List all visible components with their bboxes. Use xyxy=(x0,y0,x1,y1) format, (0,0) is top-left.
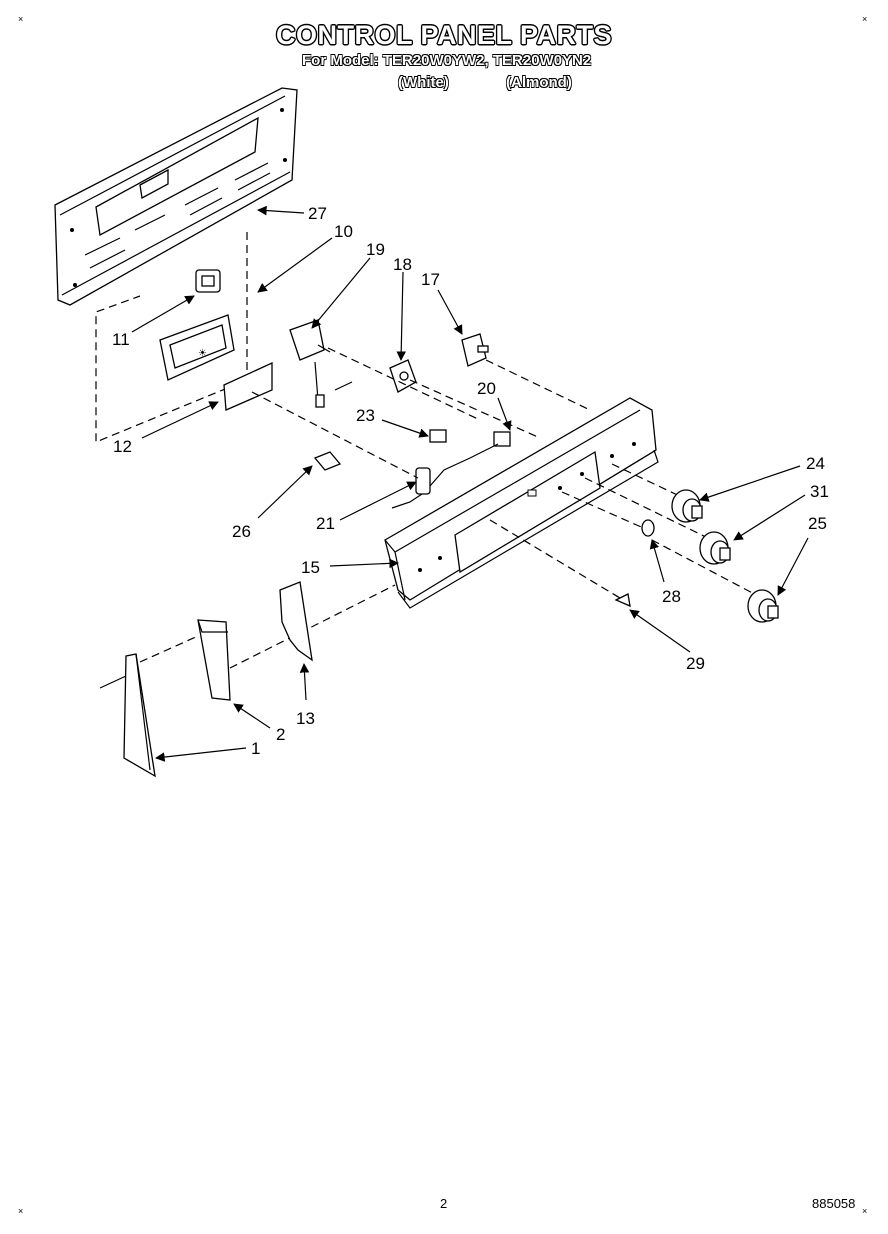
callout-27: 27 xyxy=(308,204,327,223)
part-29-lens xyxy=(614,593,631,608)
callout-15: 15 xyxy=(301,558,320,577)
document-number: 885058 xyxy=(812,1196,856,1211)
callout-17: 17 xyxy=(421,270,440,289)
part-31-knob xyxy=(699,531,731,565)
registration-mark: × xyxy=(18,14,24,24)
part-12-lens xyxy=(223,361,273,411)
callout-2: 2 xyxy=(276,725,286,744)
part-21-wire-harness xyxy=(391,443,499,509)
part-19-switch xyxy=(289,319,353,408)
part-25-knob xyxy=(747,589,779,623)
part-20-connector xyxy=(493,431,511,447)
callout-1: 1 xyxy=(251,739,261,758)
callout-28: 28 xyxy=(662,587,681,606)
callout-29: 29 xyxy=(686,654,705,673)
part-11-clip xyxy=(195,269,221,293)
callout-19: 19 xyxy=(366,240,385,259)
svg-text:☀: ☀ xyxy=(198,348,207,359)
part-13-bracket xyxy=(279,581,313,662)
callout-31: 31 xyxy=(810,482,829,501)
part-18-relay xyxy=(389,359,417,393)
callout-26: 26 xyxy=(232,522,251,541)
callout-24: 24 xyxy=(806,454,825,473)
part-17-thermostat xyxy=(461,333,489,367)
callout-11: 11 xyxy=(112,330,130,349)
callout-13: 13 xyxy=(296,709,315,728)
model-line: For Model: TER20W0YW2, TER20W0YN2 xyxy=(302,52,592,69)
page-number: 2 xyxy=(440,1196,448,1211)
part-10-lens-frame: ☀ xyxy=(159,314,235,381)
callout-10: 10 xyxy=(334,222,353,241)
callout-20: 20 xyxy=(477,379,496,398)
callout-23: 23 xyxy=(356,406,375,425)
callout-12: 12 xyxy=(113,437,132,456)
registration-mark: × xyxy=(18,1206,24,1216)
color-almond: (Almond) xyxy=(506,74,572,91)
part-23-terminal-block xyxy=(429,429,447,443)
part-24-knob xyxy=(671,489,703,523)
part-28-indicator xyxy=(641,519,655,537)
part-2-endcap-inner xyxy=(197,619,231,701)
part-27-control-panel-back xyxy=(54,87,298,306)
registration-mark: × xyxy=(862,1206,868,1216)
registration-mark: × xyxy=(862,14,868,24)
part-26-clip xyxy=(313,451,342,471)
callout-21: 21 xyxy=(316,514,335,533)
color-white: (White) xyxy=(398,74,449,91)
page-title: CONTROL PANEL PARTS xyxy=(275,20,613,50)
part-1-endcap xyxy=(123,653,156,778)
callout-25: 25 xyxy=(808,514,827,533)
callout-18: 18 xyxy=(393,255,412,274)
